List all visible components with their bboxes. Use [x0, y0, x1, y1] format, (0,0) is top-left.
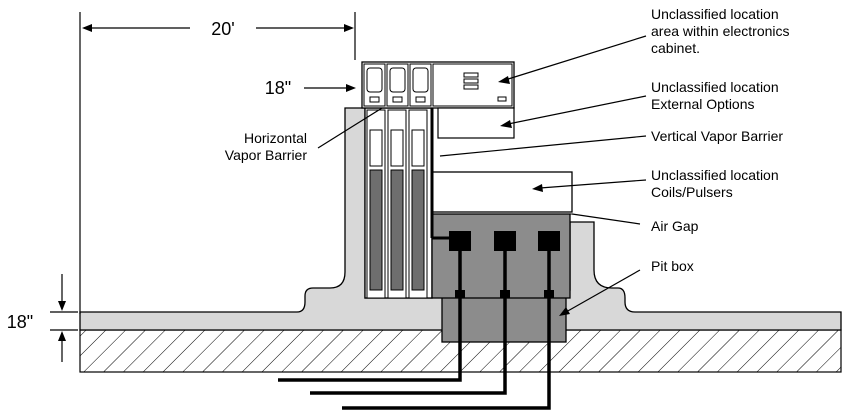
meter-columns	[366, 109, 428, 299]
label-electronics-line1: Unclassified location	[651, 6, 779, 22]
leader-lines	[317, 35, 647, 316]
label-options-line2: External Options	[651, 96, 755, 112]
label-coils-line1: Unclassified location	[651, 167, 779, 183]
label-options-line1: Unclassified location	[651, 79, 779, 95]
width-dimension-label: 20'	[211, 19, 234, 39]
coils-pulsers-housing	[431, 171, 573, 213]
label-horizontal-line2: Vapor Barrier	[225, 147, 308, 163]
label-electronics-line3: cabinet.	[651, 40, 700, 56]
pipe-connectors	[449, 231, 560, 298]
height-dimension	[50, 274, 78, 362]
inset-dimension-label: 18"	[265, 78, 291, 98]
width-dimension	[79, 12, 356, 314]
electronics-head	[361, 61, 515, 109]
external-options-box	[437, 107, 515, 139]
hydraulic-base	[431, 213, 571, 299]
label-vertical-vapor-barrier: Vertical Vapor Barrier	[651, 128, 783, 144]
label-horizontal-line1: Horizontal	[244, 130, 307, 146]
label-coils-line2: Coils/Pulsers	[651, 184, 733, 200]
label-electronics-line2: area within electronics	[651, 23, 790, 39]
height-dimension-label: 18"	[7, 312, 33, 332]
inset-dimension-arrow	[304, 84, 356, 92]
label-pit-box: Pit box	[651, 258, 694, 274]
label-air-gap: Air Gap	[651, 218, 699, 234]
